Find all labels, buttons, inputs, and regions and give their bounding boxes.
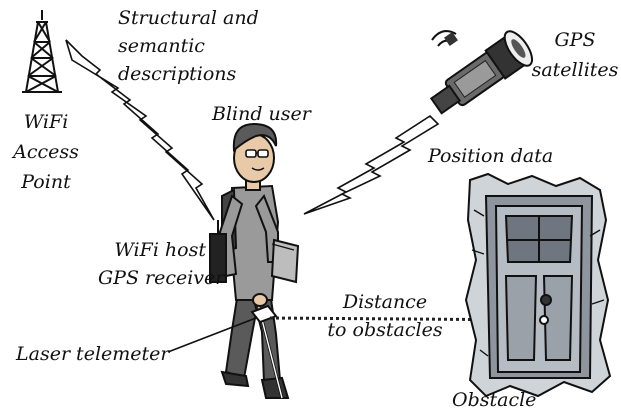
laser-telemeter-label: Laser telemeter: [16, 343, 170, 365]
position-data-label: Position data: [428, 145, 554, 167]
laser-telemeter-pointer: [167, 317, 257, 353]
gps-line-2: satellites: [531, 59, 619, 81]
wifi-ap-line-2: Access: [13, 141, 79, 163]
wifi-host-line-1: WiFi host: [114, 239, 206, 261]
structural-line-1: Structural and: [118, 7, 259, 29]
obstacle-door-icon: [464, 172, 612, 398]
wifi-host-line-2: GPS receiver: [98, 267, 225, 289]
wifi-ap-line-3: Point: [21, 171, 71, 193]
wifi-host-gps-receiver-label: WiFi host GPS receiver: [98, 238, 225, 290]
wifi-access-point-label: WiFi Access Point: [10, 110, 82, 194]
blind-user-figure: [209, 122, 300, 399]
gps-line-1: GPS: [554, 29, 596, 51]
structural-line-2: semantic: [118, 35, 205, 57]
structural-label: Structural and semantic descriptions: [118, 6, 259, 86]
wifi-tower-icon: [22, 10, 62, 93]
distance-line-1: Distance: [342, 291, 428, 313]
wireless-link-satellite: [303, 114, 440, 215]
obstacle-label: Obstacle: [452, 389, 537, 411]
gps-satellite-icon: [429, 30, 534, 115]
blind-user-label: Blind user: [212, 103, 311, 125]
structural-line-3: descriptions: [118, 63, 237, 85]
distance-label: Distance to obstacles: [320, 290, 450, 342]
wifi-ap-line-1: WiFi: [23, 111, 69, 133]
distance-line-2: to obstacles: [327, 319, 443, 341]
gps-satellites-label: GPS satellites: [530, 28, 620, 82]
wireless-link-tower: [65, 39, 215, 221]
